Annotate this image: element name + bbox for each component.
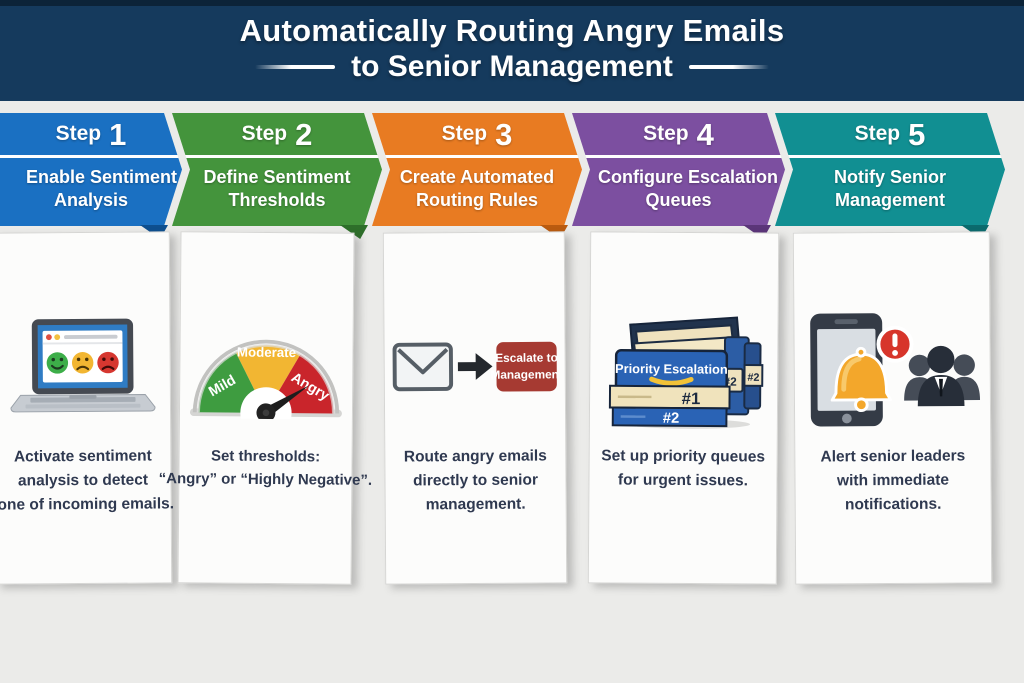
browser-dot-yellow — [53, 334, 60, 341]
bell-icon — [830, 346, 892, 413]
priority-folders-icon: #2 #2 Priority Escalation #1 #2 — [590, 232, 778, 431]
band-2-label: #2 — [662, 411, 679, 427]
gauge-rim — [192, 339, 340, 414]
step-card-4: #2 #2 Priority Escalation #1 #2 Set up p… — [587, 231, 780, 585]
phone-speaker — [834, 319, 858, 325]
angry-face-icon — [96, 351, 119, 374]
phone-home-button — [841, 413, 852, 424]
page-title: Automatically Routing Angry Emails — [239, 13, 785, 48]
address-bar — [63, 334, 118, 340]
alert-badge-icon — [876, 325, 913, 363]
gauge-label-moderate: Moderate — [237, 345, 296, 361]
step-card-3: Escalate to Management Route angry email… — [382, 231, 568, 585]
concerned-face-icon — [71, 352, 93, 374]
escalate-badge-line1: Escalate to — [495, 350, 558, 364]
executives-icon — [903, 345, 980, 407]
header: Automatically Routing Angry Emails to Se… — [0, 0, 1024, 101]
happy-face-icon — [46, 352, 68, 374]
arrow-right-icon — [457, 353, 493, 380]
gauge-pivot-center — [262, 409, 270, 417]
envelope-icon — [392, 342, 454, 392]
email-routing-icon: Escalate to Management — [384, 232, 565, 431]
escalate-badge-line2: Management — [490, 367, 559, 382]
browser-divider — [42, 342, 122, 345]
smile-swoosh — [648, 376, 694, 386]
band-2 — [611, 406, 727, 428]
title-dash-left — [255, 65, 336, 69]
alert-notification-icon — [794, 232, 990, 431]
gauge-inner-rim — [197, 344, 335, 414]
keyboard — [29, 396, 136, 403]
base-notch — [68, 394, 97, 399]
band-1-label: #1 — [681, 389, 700, 408]
laptop-sentiment-icon — [0, 232, 170, 431]
side-tab-2-label: #2 — [747, 372, 759, 384]
envelope-flap — [397, 347, 449, 375]
front-folder-label: Priority Escalation — [615, 361, 728, 377]
gauge-segment-moderate — [235, 345, 301, 413]
escalate-badge — [496, 341, 557, 392]
side-tab-2 — [742, 363, 763, 387]
title-dash-right — [688, 65, 769, 69]
step-card-2: Mild Moderate Angry Set thresholds:“Angr… — [159, 231, 372, 585]
step-caption: Set thresholds:“Angry” or “Highly Negati… — [158, 447, 373, 490]
sentiment-gauge-icon: Mild Moderate Angry — [180, 232, 354, 431]
browser-dot-red — [45, 334, 52, 341]
trackpad — [25, 403, 140, 409]
page-subtitle: to Senior Management — [351, 50, 673, 83]
